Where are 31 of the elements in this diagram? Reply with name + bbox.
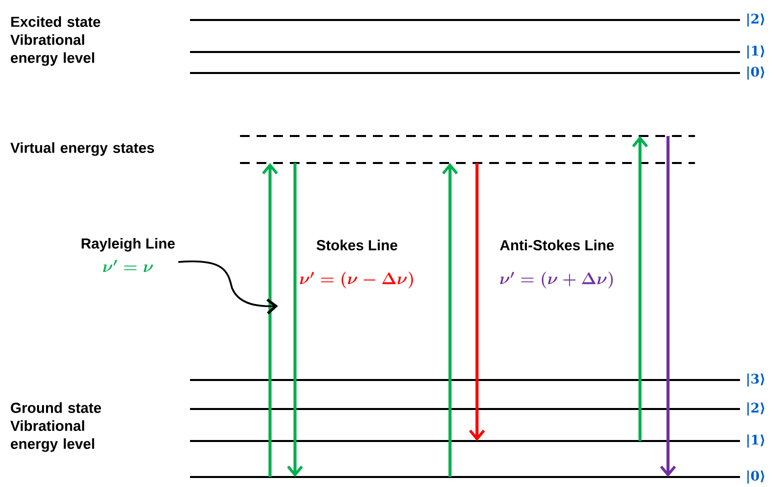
energy-level-line xyxy=(190,18,740,22)
energy-level-line xyxy=(190,476,740,478)
transition-arrow xyxy=(632,136,648,441)
energy-level-line xyxy=(240,134,695,138)
formula: $\nu^{\prime} = (\nu + \Delta\nu)$ xyxy=(500,272,613,288)
transition-arrow xyxy=(287,163,303,477)
text-label: Stokes Line xyxy=(316,240,398,250)
state-label: |2⟩ xyxy=(747,402,764,416)
text-label: Excited state Vibrational energy level xyxy=(10,16,100,66)
state-label: |1⟩ xyxy=(747,45,764,59)
transition-arrow xyxy=(660,136,676,477)
state-label: |3⟩ xyxy=(747,373,764,387)
state-label: |0⟩ xyxy=(747,470,764,484)
energy-level-line xyxy=(190,378,740,382)
text-label: Virtual energy states xyxy=(10,142,154,156)
text-label: Anti-Stokes Line xyxy=(500,240,614,250)
energy-level-line xyxy=(190,72,740,74)
transition-arrow xyxy=(469,163,485,441)
line-label: Rayleigh Line $\nu^{\prime} = \nu$ xyxy=(82,238,175,272)
text-label: Ground state Vibrational energy level xyxy=(10,402,102,452)
transition-arrow xyxy=(442,163,458,477)
leader-arrow xyxy=(178,260,278,314)
energy-level-line xyxy=(190,408,740,410)
state-label: |1⟩ xyxy=(747,434,764,448)
energy-level-line xyxy=(240,162,695,164)
state-label: |0⟩ xyxy=(747,66,764,80)
formula: $\nu^{\prime} = (\nu - \Delta\nu)$ xyxy=(300,272,413,288)
energy-level-line xyxy=(190,440,740,442)
transition-arrow xyxy=(262,163,278,477)
state-label: |2⟩ xyxy=(747,13,764,27)
energy-level-line xyxy=(190,50,740,54)
